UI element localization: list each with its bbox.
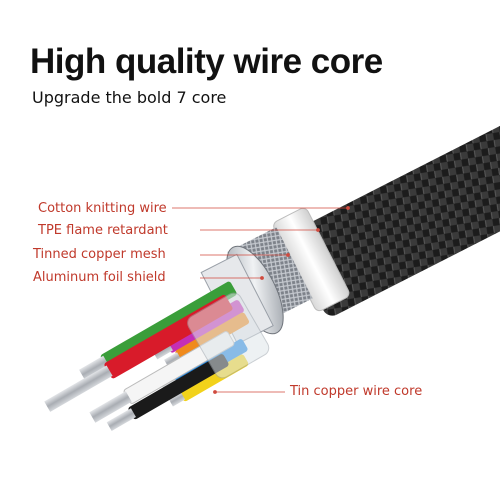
wire-cores <box>44 281 270 431</box>
label-foil-shield: Aluminum foil shield <box>33 270 166 285</box>
page-subtitle: Upgrade the bold 7 core <box>32 88 227 107</box>
label-tin-core: Tin copper wire core <box>290 384 423 399</box>
outer-braid <box>288 102 500 316</box>
label-tpe: TPE flame retardant <box>38 223 168 238</box>
inner-sheath <box>187 292 270 379</box>
wire-black <box>106 354 229 431</box>
leader-lines <box>172 206 350 394</box>
label-cotton-knitting: Cotton knitting wire <box>38 201 167 216</box>
page-title: High quality wire core <box>30 42 383 81</box>
label-tinned-mesh: Tinned copper mesh <box>33 247 166 262</box>
